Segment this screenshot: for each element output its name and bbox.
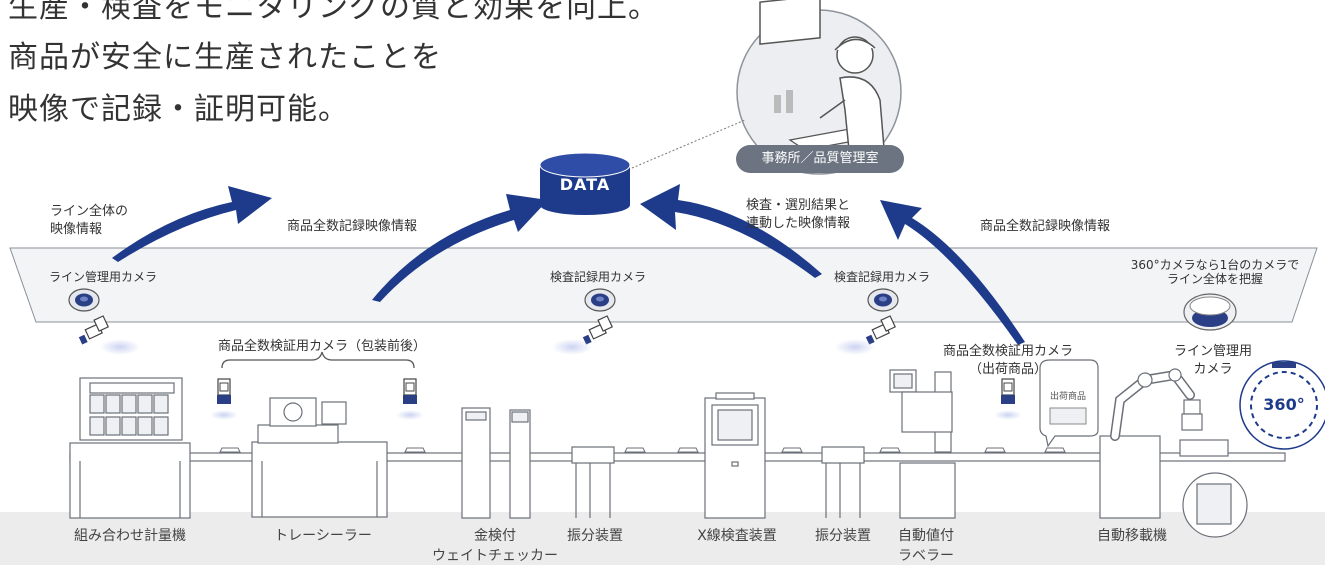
arrow-label-all-record-2: 商品全数記録映像情報 (980, 219, 1111, 234)
arrow-label-line-overview-2: 映像情報 (50, 222, 103, 237)
machine-labeler (889, 369, 956, 519)
machine-label-1: 組み合わせ計量機 (74, 528, 186, 544)
data-cylinder (539, 152, 631, 215)
floor-camera-3 (1000, 378, 1016, 405)
headline-line-1: 生産・検査をモニタリングの質と効果を向上。 (8, 0, 659, 25)
machine-sorter-1 (571, 446, 615, 518)
machine-weight-checker (461, 407, 531, 519)
floor-label-shipping-1: 商品全数検証用カメラ (942, 344, 1074, 359)
arrow-label-inspection-1: 検査・選別結果と (746, 198, 851, 213)
machine-label-4: 振分装置 (567, 528, 623, 544)
floor-label-pre-packaging: 商品全数検証用カメラ（包装前後） (217, 339, 427, 354)
machine-label-6: 振分装置 (815, 528, 871, 544)
floor-band (0, 512, 1325, 565)
headline-line-3: 映像で記録・証明可能。 (8, 92, 349, 127)
machine-label-8: 自動移載機 (1097, 528, 1167, 544)
machine-combination-weigher (69, 377, 191, 519)
data-flow-arrows (112, 184, 1025, 345)
machine-label-2: トレーシーラー (274, 528, 372, 544)
floor-camera-2 (402, 378, 418, 405)
machine-xray (704, 392, 766, 519)
arrow-label-all-record-1: 商品全数記録映像情報 (287, 219, 418, 234)
floor-label-360-1: ライン管理用 (1173, 344, 1253, 359)
shipping-bubble (1039, 359, 1099, 448)
machine-robot-transfer (1099, 368, 1248, 538)
ceiling-shelf (9, 247, 1318, 323)
floor-label-shipping-2: （出荷商品） (968, 362, 1048, 377)
floor-camera-1 (216, 378, 232, 405)
ceiling-camera-line-mgmt (68, 288, 140, 355)
floor-label-360-2: カメラ (1193, 362, 1233, 377)
office-label: 事務所／品質管理室 (736, 145, 904, 173)
machine-label-7b: ラベラー (898, 548, 954, 564)
machine-label-5: X線検査装置 (697, 528, 777, 544)
machine-tray-sealer (251, 397, 388, 518)
machine-sorter-2 (821, 446, 865, 518)
ceiling-label-360-2: ライン全体を把握 (1166, 272, 1264, 286)
ceiling-camera-360 (1183, 293, 1237, 331)
ceiling-label-360-1: 360°カメラなら1台のカメラで (1130, 258, 1300, 272)
camera-360-badge-circle (1239, 360, 1325, 450)
ceiling-label-line-mgmt: ライン管理用カメラ (48, 270, 158, 284)
headline-line-2: 商品が安全に生産されたことを (8, 40, 442, 75)
data-label: DATA (559, 175, 611, 194)
arrow-label-line-overview-1: ライン全体の (50, 204, 129, 219)
ceiling-label-inspection-2: 検査記録用カメラ (833, 270, 931, 284)
shipping-bubble-label: 出荷商品 (1049, 392, 1087, 402)
ceiling-camera-inspection-1 (552, 288, 616, 355)
arrow-label-inspection-2: 連動した映像情報 (746, 216, 851, 231)
machine-label-7a: 自動値付 (898, 528, 954, 544)
ceiling-camera-inspection-2 (835, 288, 899, 355)
pre-packaging-brace (221, 351, 415, 369)
machine-label-3b: ウェイトチェッカー (432, 548, 558, 564)
machine-label-3a: 金検付 (474, 528, 516, 544)
ceiling-label-inspection-1: 検査記録用カメラ (549, 270, 647, 284)
badge-360: 360° (1263, 395, 1305, 414)
office-illustration (736, 0, 902, 175)
